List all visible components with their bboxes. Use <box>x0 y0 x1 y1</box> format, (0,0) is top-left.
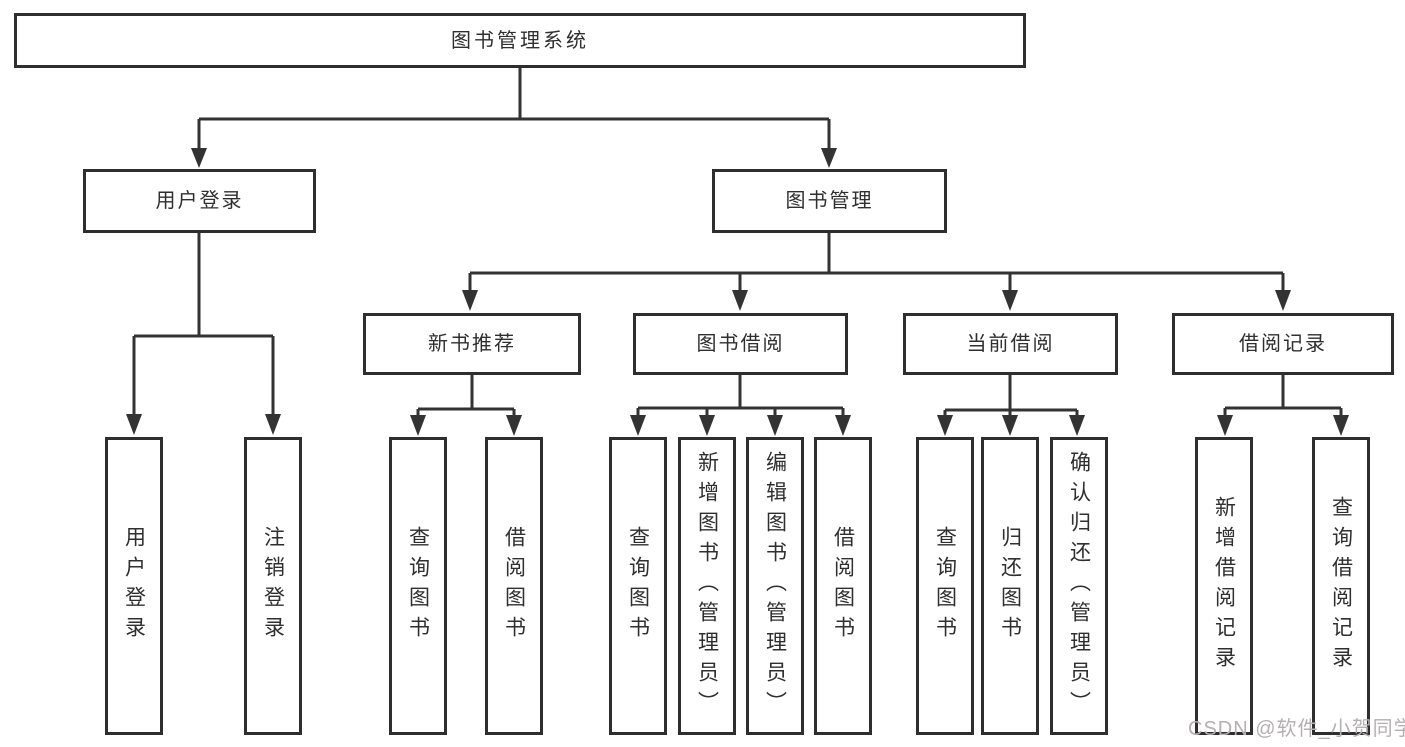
arrowhead <box>462 290 478 311</box>
arrowhead <box>506 415 522 436</box>
connector-user-login-to-leaves <box>126 233 281 435</box>
connector-borrow-records-to-leaves <box>1217 375 1349 436</box>
node-book-management: 图书管理 <box>712 169 947 233</box>
leaf-add-book-admin: 新增图书（管理员） <box>678 437 736 735</box>
leaf-borrow-books: 借阅图书 <box>814 437 872 735</box>
arrowhead <box>835 415 851 436</box>
arrowhead <box>630 415 646 436</box>
arrowhead <box>732 290 748 311</box>
csdn-watermark: CSDN @软件_小贺同学 <box>1188 718 1405 740</box>
arrowhead <box>410 415 426 436</box>
node-root: 图书管理系统 <box>14 13 1026 68</box>
arrowhead <box>1333 415 1349 436</box>
arrowhead <box>821 148 837 168</box>
leaf-logout: 注销登录 <box>244 437 302 735</box>
arrowhead <box>699 415 715 436</box>
leaf-query-books-borrowing: 查询图书 <box>609 437 667 735</box>
arrowhead <box>126 414 142 435</box>
connector-root-to-level2 <box>191 68 837 168</box>
leaf-query-books-recommend: 查询图书 <box>389 437 447 735</box>
node-new-book-recommendation: 新书推荐 <box>363 313 581 375</box>
node-user-login: 用户登录 <box>83 169 316 233</box>
arrowhead <box>1002 415 1018 436</box>
node-borrow-records: 借阅记录 <box>1172 313 1394 375</box>
arrowhead <box>767 415 783 436</box>
leaf-confirm-return-admin: 确认归还（管理员） <box>1050 437 1108 735</box>
arrowhead <box>937 415 953 436</box>
node-book-borrowing: 图书借阅 <box>633 313 848 375</box>
leaf-edit-book-admin: 编辑图书（管理员） <box>746 437 804 735</box>
leaf-return-books: 归还图书 <box>981 437 1039 735</box>
leaf-query-borrow-record: 查询借阅记录 <box>1312 437 1370 735</box>
connector-new-book-to-leaves <box>410 375 522 436</box>
arrowhead <box>1275 290 1291 311</box>
leaf-user-login: 用户登录 <box>105 437 163 735</box>
connector-book-management-to-level3 <box>462 233 1291 311</box>
connector-current-borrowing-to-leaves <box>937 375 1085 436</box>
arrowhead <box>1217 415 1233 436</box>
leaf-borrow-books-recommend: 借阅图书 <box>485 437 543 735</box>
arrowhead <box>265 414 281 435</box>
connector-book-borrowing-to-leaves <box>630 375 851 436</box>
leaf-query-books-current: 查询图书 <box>916 437 974 735</box>
arrowhead <box>191 148 207 168</box>
arrowhead <box>1069 415 1085 436</box>
leaf-add-borrow-record: 新增借阅记录 <box>1195 437 1253 735</box>
node-current-borrowing: 当前借阅 <box>903 313 1118 375</box>
arrowhead <box>1002 290 1018 311</box>
